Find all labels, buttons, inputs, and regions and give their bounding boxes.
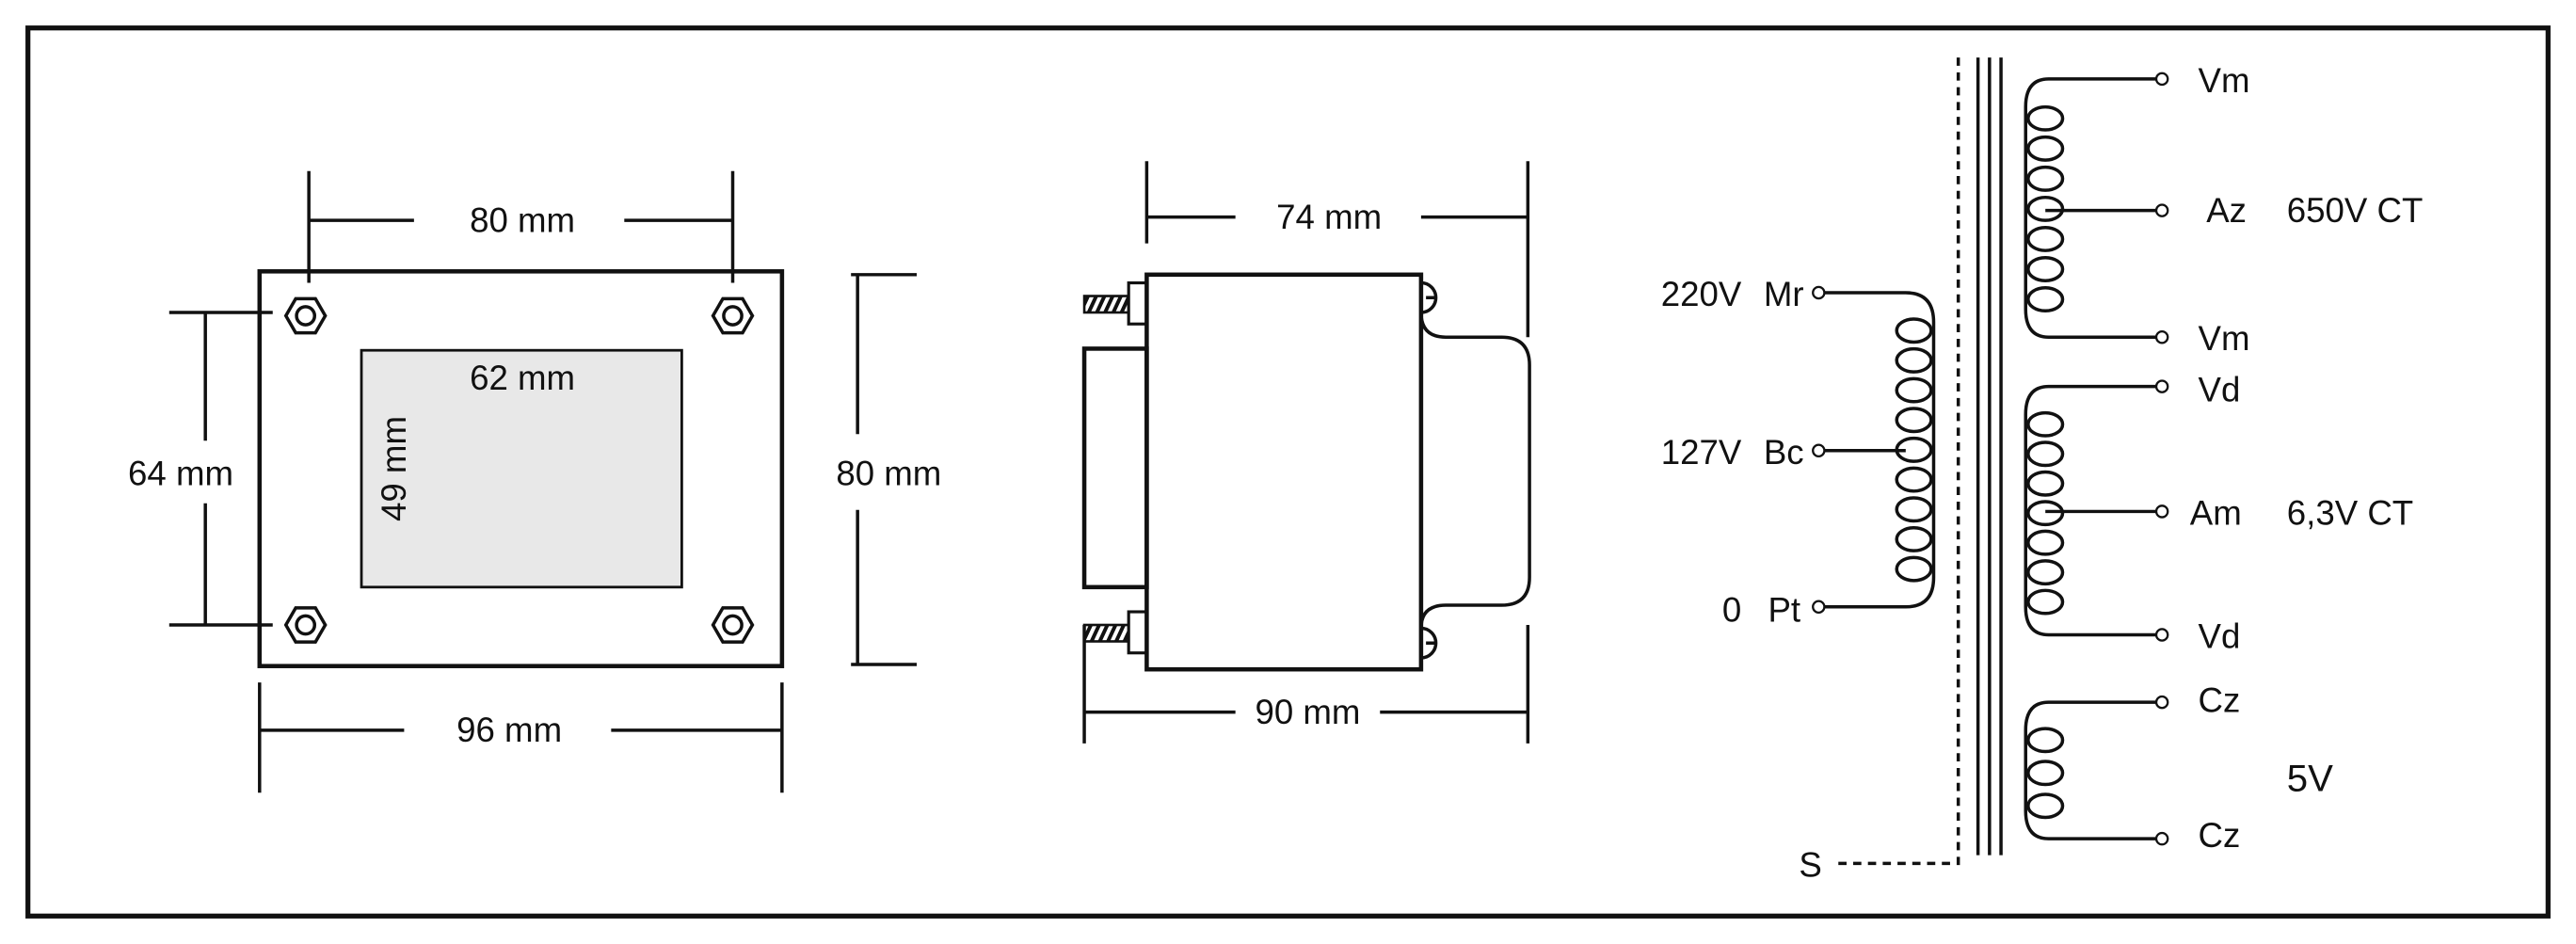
dim-core-width: 74 mm xyxy=(1276,198,1382,236)
dim-line-core-width xyxy=(1144,161,1530,338)
core-window xyxy=(360,348,683,589)
terminal-mr xyxy=(1812,285,1826,300)
dim-window-height: 49 mm xyxy=(375,416,413,521)
rect-bottom-label: Cz xyxy=(2199,816,2241,855)
dim-line-holes-width xyxy=(307,170,735,283)
heater-tap-label: Am xyxy=(2190,493,2242,532)
terminal-pt xyxy=(1812,600,1826,615)
heater-winding-terminal-bottom xyxy=(2154,628,2169,642)
hex-nut-icon xyxy=(283,606,328,644)
screw-thread-bottom xyxy=(1082,623,1130,643)
top-view: 80 mm 64 mm 80 mm 96 mm 62 mm 49 mm xyxy=(128,170,941,793)
hv-winding-terminal-tap xyxy=(2154,203,2169,217)
dim-holes-height: 64 mm xyxy=(128,454,233,492)
dim-total-width: 96 mm xyxy=(456,711,562,749)
terminal-bc xyxy=(1812,443,1826,458)
rect-rating: 5V xyxy=(2287,757,2333,799)
dim-line-total-height xyxy=(851,273,918,666)
hex-nut-icon xyxy=(711,606,755,644)
terminal-tab-top xyxy=(1127,280,1148,326)
primary-coil-loops xyxy=(1895,317,1933,583)
dim-line-holes-height xyxy=(168,311,273,627)
heater-winding-terminal-top xyxy=(2154,379,2169,393)
hv-top-label: Vm xyxy=(2199,61,2250,100)
screw-head-top xyxy=(1420,280,1438,314)
shield-line xyxy=(1832,57,1960,866)
hv-winding-terminal-top xyxy=(2154,72,2169,87)
rect-winding xyxy=(2024,700,2157,840)
primary-color-bc: Bc xyxy=(1764,433,1804,472)
heater-rating: 6,3V CT xyxy=(2287,493,2413,532)
rect-top-label: Cz xyxy=(2199,681,2241,720)
dim-total-height: 80 mm xyxy=(836,454,941,492)
heater-winding-terminal-tap xyxy=(2154,504,2169,519)
core-lines xyxy=(1976,57,2003,856)
hv-tap-label: Az xyxy=(2206,191,2247,230)
rect-winding-terminal-top xyxy=(2154,695,2169,710)
primary-voltage-127: 127V xyxy=(1661,433,1742,472)
hex-nut-icon xyxy=(283,296,328,335)
hex-nut-icon xyxy=(711,296,755,335)
heater-bottom-label: Vd xyxy=(2199,616,2241,655)
shield-label: S xyxy=(1799,845,1821,884)
hv-winding-terminal-bottom xyxy=(2154,329,2169,344)
primary-voltage-0: 0 xyxy=(1722,590,1741,629)
schematic: S 220V Mr 127V Bc 0 Pt Vm Az 650V CT Vm … xyxy=(1661,57,2424,884)
rect-winding-loops xyxy=(2026,727,2065,820)
dim-overall-width: 90 mm xyxy=(1255,693,1360,731)
rect-winding-terminal-bottom xyxy=(2154,831,2169,846)
dim-line-overall-width xyxy=(1082,625,1530,744)
screw-thread-top xyxy=(1082,295,1130,314)
primary-color-mr: Mr xyxy=(1764,275,1804,313)
heater-top-label: Vd xyxy=(2199,370,2241,408)
mounting-plate xyxy=(257,269,785,668)
screw-head-bottom xyxy=(1420,626,1438,660)
primary-voltage-220: 220V xyxy=(1661,275,1742,313)
lead-wire-loop xyxy=(1419,312,1531,629)
primary-winding xyxy=(1823,291,1936,609)
heater-winding-loops xyxy=(2026,410,2065,616)
hv-winding-loops xyxy=(2026,104,2065,313)
dim-line-total-width xyxy=(258,682,784,793)
terminal-tab-bottom xyxy=(1127,610,1148,655)
dim-holes-width: 80 mm xyxy=(470,200,575,239)
primary-color-pt: Pt xyxy=(1768,590,1800,629)
side-view: 74 mm 90 mm xyxy=(1081,161,1531,744)
hv-bottom-label: Vm xyxy=(2199,319,2250,358)
dim-window-width: 62 mm xyxy=(470,359,575,397)
hv-rating: 650V CT xyxy=(2287,191,2424,230)
core-body xyxy=(1144,272,1424,672)
